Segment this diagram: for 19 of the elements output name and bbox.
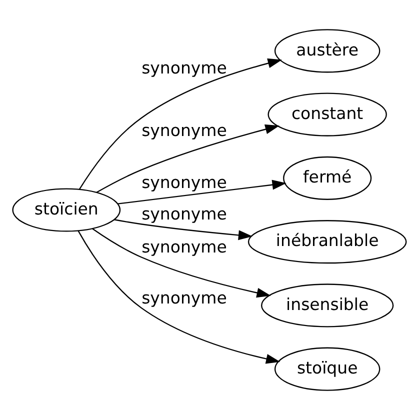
node-ellipse: insensible bbox=[261, 283, 394, 327]
edge-label: synonyme bbox=[142, 120, 227, 140]
arrow bbox=[78, 58, 282, 190]
node-ellipse: stoïcien bbox=[12, 188, 121, 232]
arrow bbox=[118, 179, 286, 204]
node-ellipse: stoïque bbox=[274, 346, 380, 390]
arrow bbox=[78, 230, 280, 364]
edge-label: synonyme bbox=[142, 288, 227, 307]
edge-label: synonyme bbox=[142, 237, 227, 256]
arrow bbox=[96, 124, 280, 192]
edge-label: synonyme bbox=[142, 204, 227, 224]
arrow bbox=[92, 228, 271, 298]
node-ellipse: austère bbox=[274, 28, 380, 72]
node-ellipse: inébranlable bbox=[248, 220, 407, 264]
edge-label: synonyme bbox=[142, 172, 227, 192]
node-ellipse: constant bbox=[268, 92, 387, 136]
edge-label: synonyme bbox=[142, 58, 227, 78]
arrow bbox=[114, 218, 253, 240]
node-ellipse: fermé bbox=[283, 156, 372, 200]
